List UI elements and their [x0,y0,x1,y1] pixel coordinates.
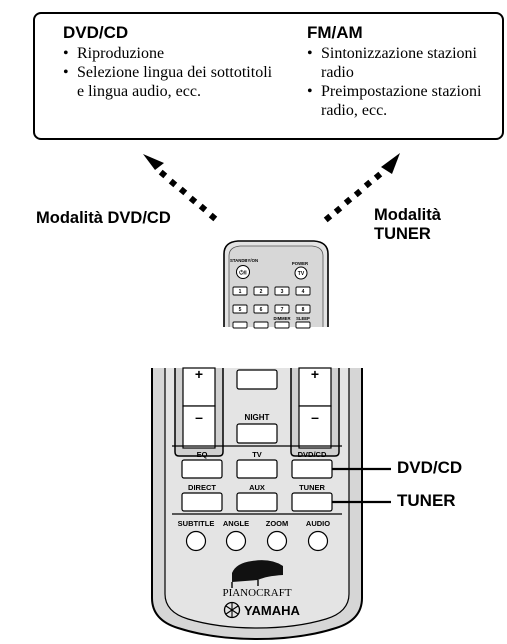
small-num-button[interactable] [274,321,290,329]
left-minus-label: – [195,409,203,425]
subtitle-button[interactable] [185,530,207,552]
small-sleep-label: SLEEP [296,316,310,321]
dvdcd-button[interactable] [291,459,333,479]
eq-button[interactable] [181,459,223,479]
bullet: • [307,45,313,62]
tuner-label: TUNER [299,483,325,492]
direct-label: DIRECT [188,483,216,492]
small-num-label: 8 [302,307,305,313]
small-num-button[interactable] [232,304,248,314]
dvd-info-item: • Selezione lingua dei sottotitoli e ling… [63,63,273,101]
tuner-mode-label-line2: TUNER [374,225,431,243]
dvd-info-title: DVD/CD [63,23,129,42]
aux-label: AUX [249,483,265,492]
small-num-button[interactable] [274,304,290,314]
yamaha-wordmark: YAMAHA [244,603,300,618]
yamaha-emblem-icon [223,601,241,619]
audio-button[interactable] [307,530,329,552]
direct-button[interactable] [181,492,223,512]
dvd-callout-label: DVD/CD [397,458,463,477]
small-power-button[interactable] [294,266,308,280]
right-plus-label: + [311,366,319,382]
small-standby-symbol: ⏻/I [239,270,247,277]
tuner-button[interactable] [291,492,333,512]
angle-label: ANGLE [223,519,249,528]
audio-label: AUDIO [306,519,330,528]
small-num-label: 5 [239,307,242,313]
small-num-button[interactable] [232,321,248,329]
small-num-label: 3 [281,289,284,295]
info-box: DVD/CD • Riproduzione • Selezione lingua d… [33,12,504,140]
fm-info-item-text: Sintonizzazione stazioni radio [321,45,477,81]
small-num-button[interactable] [295,286,311,296]
small-num-label: 2 [260,289,263,295]
small-power-label: POWER [292,261,309,266]
dvd-info-item: • Riproduzione [63,44,273,63]
small-num-button[interactable] [253,286,269,296]
large-remote: + – + – NIGHT EQ TV DVD/CD DIRECT AUX TU… [151,366,363,641]
small-num-label: 7 [281,307,284,313]
dvd-arrow-dots [158,169,218,222]
small-remote: STANDBY/ON POWER ⏻/I TV 1 2 3 4 5 6 7 8 … [223,240,329,329]
small-standby-button[interactable] [236,265,250,279]
right-plus-button[interactable] [298,367,332,407]
subtitle-label: SUBTITLE [178,519,215,528]
dvd-info-list: • Riproduzione • Selezione lingua dei sott… [63,44,273,101]
small-num-button[interactable] [295,321,311,329]
small-num-label: 1 [239,289,242,295]
small-standby-label: STANDBY/ON [230,258,258,263]
fm-info-title: FM/AM [307,23,363,42]
small-num-label: 4 [302,289,305,295]
small-num-label: 6 [260,307,263,313]
fm-info-item: • Sintonizzazione stazioni radio [307,44,499,82]
right-minus-label: – [311,409,319,425]
eq-label: EQ [197,450,208,459]
yamaha-tuning-forks-icon [225,603,239,617]
tuner-signal-arrow [323,153,400,223]
dvd-signal-arrow [143,154,218,222]
night-button[interactable] [236,423,278,444]
aux-button[interactable] [236,492,278,512]
tuner-arrow-head [381,153,400,174]
right-minus-button[interactable] [298,405,332,449]
piano-logo-icon [232,560,283,582]
small-num-button[interactable] [274,286,290,296]
small-num-button[interactable] [232,286,248,296]
dvd-info-item-text: Riproduzione [77,45,165,62]
fm-info-column: FM/AM • Sintonizzazione stazioni radio • P… [307,23,499,120]
zoom-label: ZOOM [266,519,289,528]
bullet: • [63,64,69,81]
tuner-mode-label-line1: Modalità [374,206,441,224]
bullet: • [63,45,69,62]
dvd-arrow-head [143,154,164,170]
pianocraft-wordmark: PIANOCRAFT [222,587,291,599]
tuner-arrow-dots [323,171,383,223]
fm-info-item-text: Preimpostazione stazioni radio, ecc. [321,83,482,119]
fm-info-item: • Preimpostazione stazioni radio, ecc. [307,82,499,120]
left-minus-button[interactable] [182,405,216,449]
center-top-button[interactable] [236,369,278,390]
small-power-symbol: TV [298,271,305,277]
small-num-button[interactable] [253,321,269,329]
dvd-info-column: DVD/CD • Riproduzione • Selezione lingua d… [63,23,273,101]
dvd-info-item-text: Selezione lingua dei sottotitoli e lingu… [77,64,273,100]
left-plus-label: + [195,366,203,382]
tv-button[interactable] [236,459,278,479]
dvdcd-label: DVD/CD [298,450,327,459]
small-num-button[interactable] [253,304,269,314]
tuner-callout-label: TUNER [397,491,456,510]
small-dimmer-label: DIMMER [274,316,291,321]
tv-label: TV [252,450,262,459]
dvd-mode-label: Modalità DVD/CD [36,209,171,227]
fm-info-list: • Sintonizzazione stazioni radio • Preimpo… [307,44,499,120]
night-label: NIGHT [245,413,270,422]
angle-button[interactable] [225,530,247,552]
bullet: • [307,83,313,100]
zoom-button[interactable] [266,530,288,552]
left-plus-button[interactable] [182,367,216,407]
small-num-button[interactable] [295,304,311,314]
